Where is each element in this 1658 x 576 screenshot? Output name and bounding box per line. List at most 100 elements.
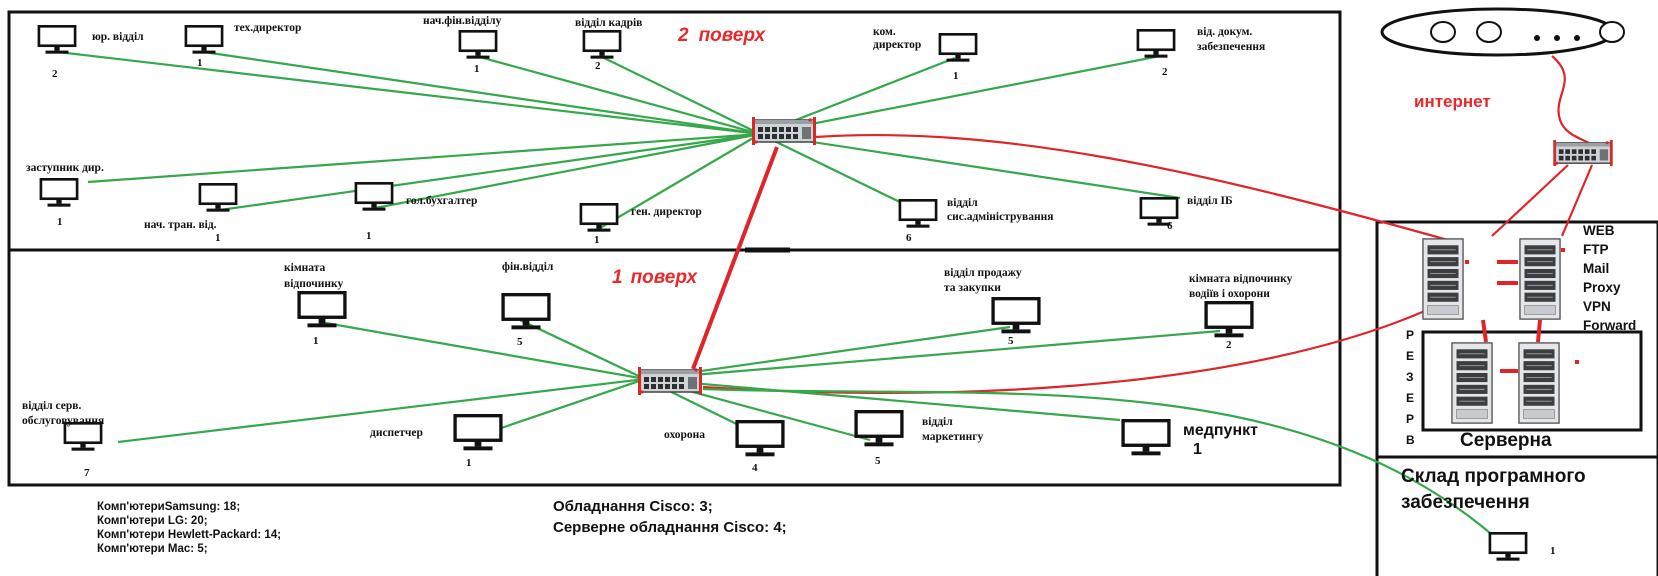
totals-right: Обладнання Cisco: 3; Серверне обладнання… [553, 498, 787, 536]
switch-floor2[interactable] [752, 117, 816, 145]
floor2-link [599, 133, 761, 229]
floor2-link [203, 50, 761, 136]
reserve-label: Р Е З Е Р В [1406, 328, 1415, 447]
reserve-letter: Р [1406, 328, 1414, 342]
floor2-pc-label: гол.бухгалтер [406, 195, 477, 207]
floor2-pc-monitor-icon[interactable] [582, 30, 622, 60]
floor2-pc-count: 2 [1162, 66, 1168, 78]
server-room-outline [1375, 220, 1658, 459]
floor1-link [319, 320, 646, 381]
floor2-link [219, 132, 761, 212]
server-reserve-link [1481, 319, 1488, 343]
reserve-server-box [1421, 330, 1643, 432]
floor1-pc-monitor-icon[interactable] [1121, 419, 1171, 457]
floor1-pc-count: 1 [466, 457, 472, 469]
server-primary-2[interactable] [1519, 238, 1561, 320]
service-label: WEB [1583, 223, 1615, 238]
floor1-pc-label: відділ [922, 416, 953, 428]
service-label: Mail [1583, 261, 1609, 276]
reserve-letter: Е [1406, 349, 1414, 363]
cloud-dot [1534, 35, 1540, 41]
floor2-pc-label: забезпечення [1197, 41, 1265, 53]
server-port [1465, 260, 1469, 264]
server-room-label: Серверна [1460, 430, 1552, 451]
reserve-letter: В [1406, 433, 1415, 447]
warehouse-outline [1375, 455, 1658, 576]
floor1-pc-label: обслуговування [22, 415, 104, 427]
floor2-pc-label: нач.фін.відділу [423, 15, 502, 27]
floor1-pc-label: відділ серв. [22, 400, 82, 412]
server-reserve-link [1536, 319, 1542, 343]
switch-floor1[interactable] [638, 367, 702, 395]
server-port [1513, 260, 1517, 264]
floor1-pc-label: відпочинку [284, 278, 344, 290]
floor1-pc-monitor-icon[interactable] [297, 291, 347, 329]
floor2-pc-count: 1 [594, 234, 600, 246]
floor1-pc-label: маркетингу [922, 431, 983, 443]
floor1-pc-count: 1 [313, 335, 319, 347]
floor1-pc-monitor-icon[interactable] [735, 420, 785, 458]
warehouse-pc[interactable] [1488, 532, 1528, 562]
server-reserve-1[interactable] [1451, 342, 1493, 424]
cloud-node [1430, 21, 1456, 43]
floor1-link [519, 319, 646, 380]
server-primary-1[interactable] [1422, 238, 1464, 320]
reserve-letter: Р [1406, 412, 1414, 426]
floor1-pc-label: фін.відділ [502, 261, 554, 273]
floor2-pc-label: відділ ІБ [1187, 195, 1233, 207]
router-server-link [1491, 164, 1569, 237]
floor1-pc-monitor-icon[interactable] [854, 410, 904, 448]
total-line: Обладнання Cisco: 3; [553, 498, 713, 515]
service-label: FTP [1583, 242, 1609, 257]
floor1-pc-monitor-icon[interactable] [501, 293, 551, 331]
floor1-pc-label: та закупки [944, 282, 1001, 294]
service-label: VPN [1583, 299, 1611, 314]
floor1-pc-label: медпункт [1183, 422, 1258, 439]
floor2-pc-label: відділ кадрів [575, 17, 642, 29]
floor1-pc-label: водіїв і охорони [1189, 288, 1270, 300]
floor1-pc-label: кімната відпочинку [1189, 273, 1293, 285]
floor1-pc-count: 1 [1193, 441, 1202, 458]
floor1-pc-label: відділ продажу [944, 267, 1022, 279]
floor2-pc-monitor-icon[interactable] [1136, 29, 1176, 59]
reserve-letter: З [1406, 370, 1414, 384]
floor2-pc-label: ком. [873, 26, 896, 38]
floor1-pc-label: кімната [284, 262, 326, 274]
cloud-dot [1554, 35, 1560, 41]
server-port [1575, 360, 1579, 364]
floor2-pc-monitor-icon[interactable] [579, 203, 619, 233]
floor2-pc-count: 1 [57, 216, 63, 228]
server-reserve-2[interactable] [1518, 342, 1560, 424]
floor2-pc-monitor-icon[interactable] [458, 30, 498, 60]
floor2-pc-monitor-icon[interactable] [37, 25, 77, 55]
floor2-link [599, 55, 761, 135]
floor1-pc-monitor-icon[interactable] [453, 414, 503, 452]
backbone-link [691, 146, 779, 370]
cloud-node [1476, 21, 1502, 43]
floor2-pc-monitor-icon[interactable] [938, 33, 978, 63]
floor1-link [644, 377, 1121, 422]
router-internet[interactable] [1552, 140, 1614, 166]
router-server-link [1560, 164, 1594, 237]
reserve-letter: Е [1406, 391, 1414, 405]
service-label: Proxy [1583, 280, 1621, 295]
floor2-pc-count: 6 [1167, 220, 1173, 232]
floor2-link [57, 50, 761, 136]
uplink-floor1-server [702, 296, 1456, 395]
floor2-pc-monitor-icon[interactable] [184, 25, 224, 55]
cloud-node [1599, 21, 1625, 43]
floor2-pc-monitor-icon[interactable] [39, 178, 79, 208]
floor1-pc-monitor-icon[interactable] [63, 422, 103, 452]
warehouse-link [702, 387, 1506, 547]
total-line: Комп'ютери LG: 20; [97, 515, 208, 527]
warehouse-label: Склад програмного забезпечення [1401, 466, 1591, 513]
floor2-pc-label: директор [873, 39, 921, 51]
totals-left: Комп'ютериSamsung: 18; Комп'ютери LG: 20… [97, 501, 281, 555]
floor2-link [87, 132, 761, 184]
floor2-pc-monitor-icon[interactable] [898, 199, 938, 229]
floor2-pc-count: 2 [52, 68, 58, 80]
floor1-pc-count: 4 [752, 462, 758, 474]
